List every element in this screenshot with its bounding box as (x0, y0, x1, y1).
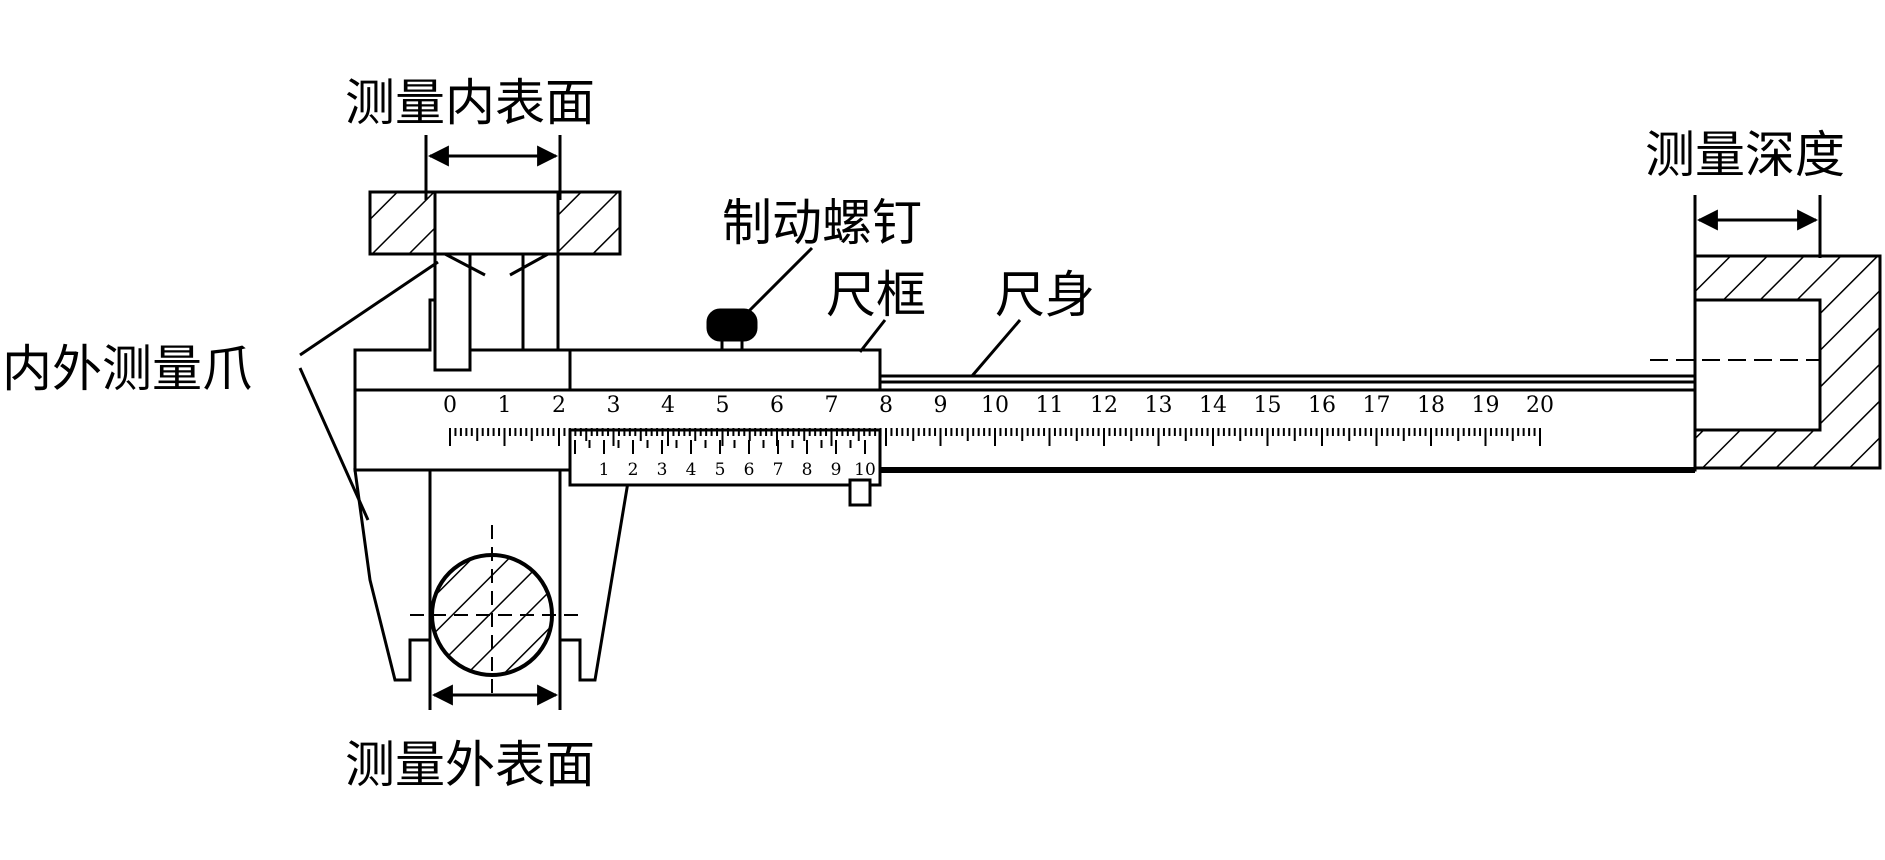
main-scale-ticks (449, 428, 1541, 446)
main-scale-number: 3 (607, 393, 621, 418)
main-scale-number: 17 (1363, 393, 1391, 418)
depth-block (1650, 254, 1882, 470)
label-outer-surface: 测量外表面 (345, 736, 595, 794)
vernier-scale-number: 8 (802, 460, 813, 480)
main-scale-number: 19 (1472, 393, 1500, 418)
vernier-scale-number: 7 (773, 460, 784, 480)
main-scale-number: 6 (770, 393, 784, 418)
leader-lines (298, 246, 1022, 521)
main-scale-number: 1 (498, 393, 512, 418)
vernier-scale-number: 5 (715, 460, 726, 480)
vernier-scale-ticks (574, 440, 866, 454)
label-body: 尺身 (995, 266, 1095, 324)
main-scale-number: 14 (1199, 393, 1227, 418)
main-scale-number: 15 (1254, 393, 1282, 418)
outer-jaws (353, 468, 632, 682)
main-scale-number: 0 (443, 393, 457, 418)
vernier-scale-number: 10 (854, 460, 876, 480)
main-scale-number: 10 (981, 393, 1009, 418)
main-scale-number: 9 (934, 393, 948, 418)
label-inner-surface: 测量内表面 (345, 74, 595, 132)
vernier-scale-number: 3 (657, 460, 668, 480)
main-scale-number: 20 (1526, 393, 1554, 418)
sliding-frame (568, 348, 882, 507)
vernier-scale-number: 2 (628, 460, 639, 480)
label-depth: 测量深度 (1645, 126, 1845, 184)
dimension-lines (424, 135, 1822, 710)
main-scale-number: 5 (716, 393, 730, 418)
main-scale-number: 8 (879, 393, 893, 418)
main-scale-number: 18 (1417, 393, 1445, 418)
main-scale-number: 16 (1308, 393, 1336, 418)
main-scale-number: 2 (552, 393, 566, 418)
vernier-scale-number: 1 (599, 460, 610, 480)
lock-screw (706, 308, 758, 352)
main-scale-number: 13 (1145, 393, 1173, 418)
vernier-scale-number: 4 (686, 460, 697, 480)
vernier-scale-number: 6 (744, 460, 755, 480)
label-jaws: 内外测量爪 (2, 340, 252, 398)
main-scale-number: 4 (661, 393, 675, 418)
main-scale-number: 7 (825, 393, 839, 418)
label-lock-screw: 制动螺钉 (722, 194, 922, 252)
main-scale-number: 11 (1036, 393, 1064, 418)
vernier-scale-number: 9 (831, 460, 842, 480)
label-frame: 尺框 (826, 266, 926, 324)
main-scale-number: 12 (1090, 393, 1118, 418)
inner-jaws (368, 190, 622, 372)
